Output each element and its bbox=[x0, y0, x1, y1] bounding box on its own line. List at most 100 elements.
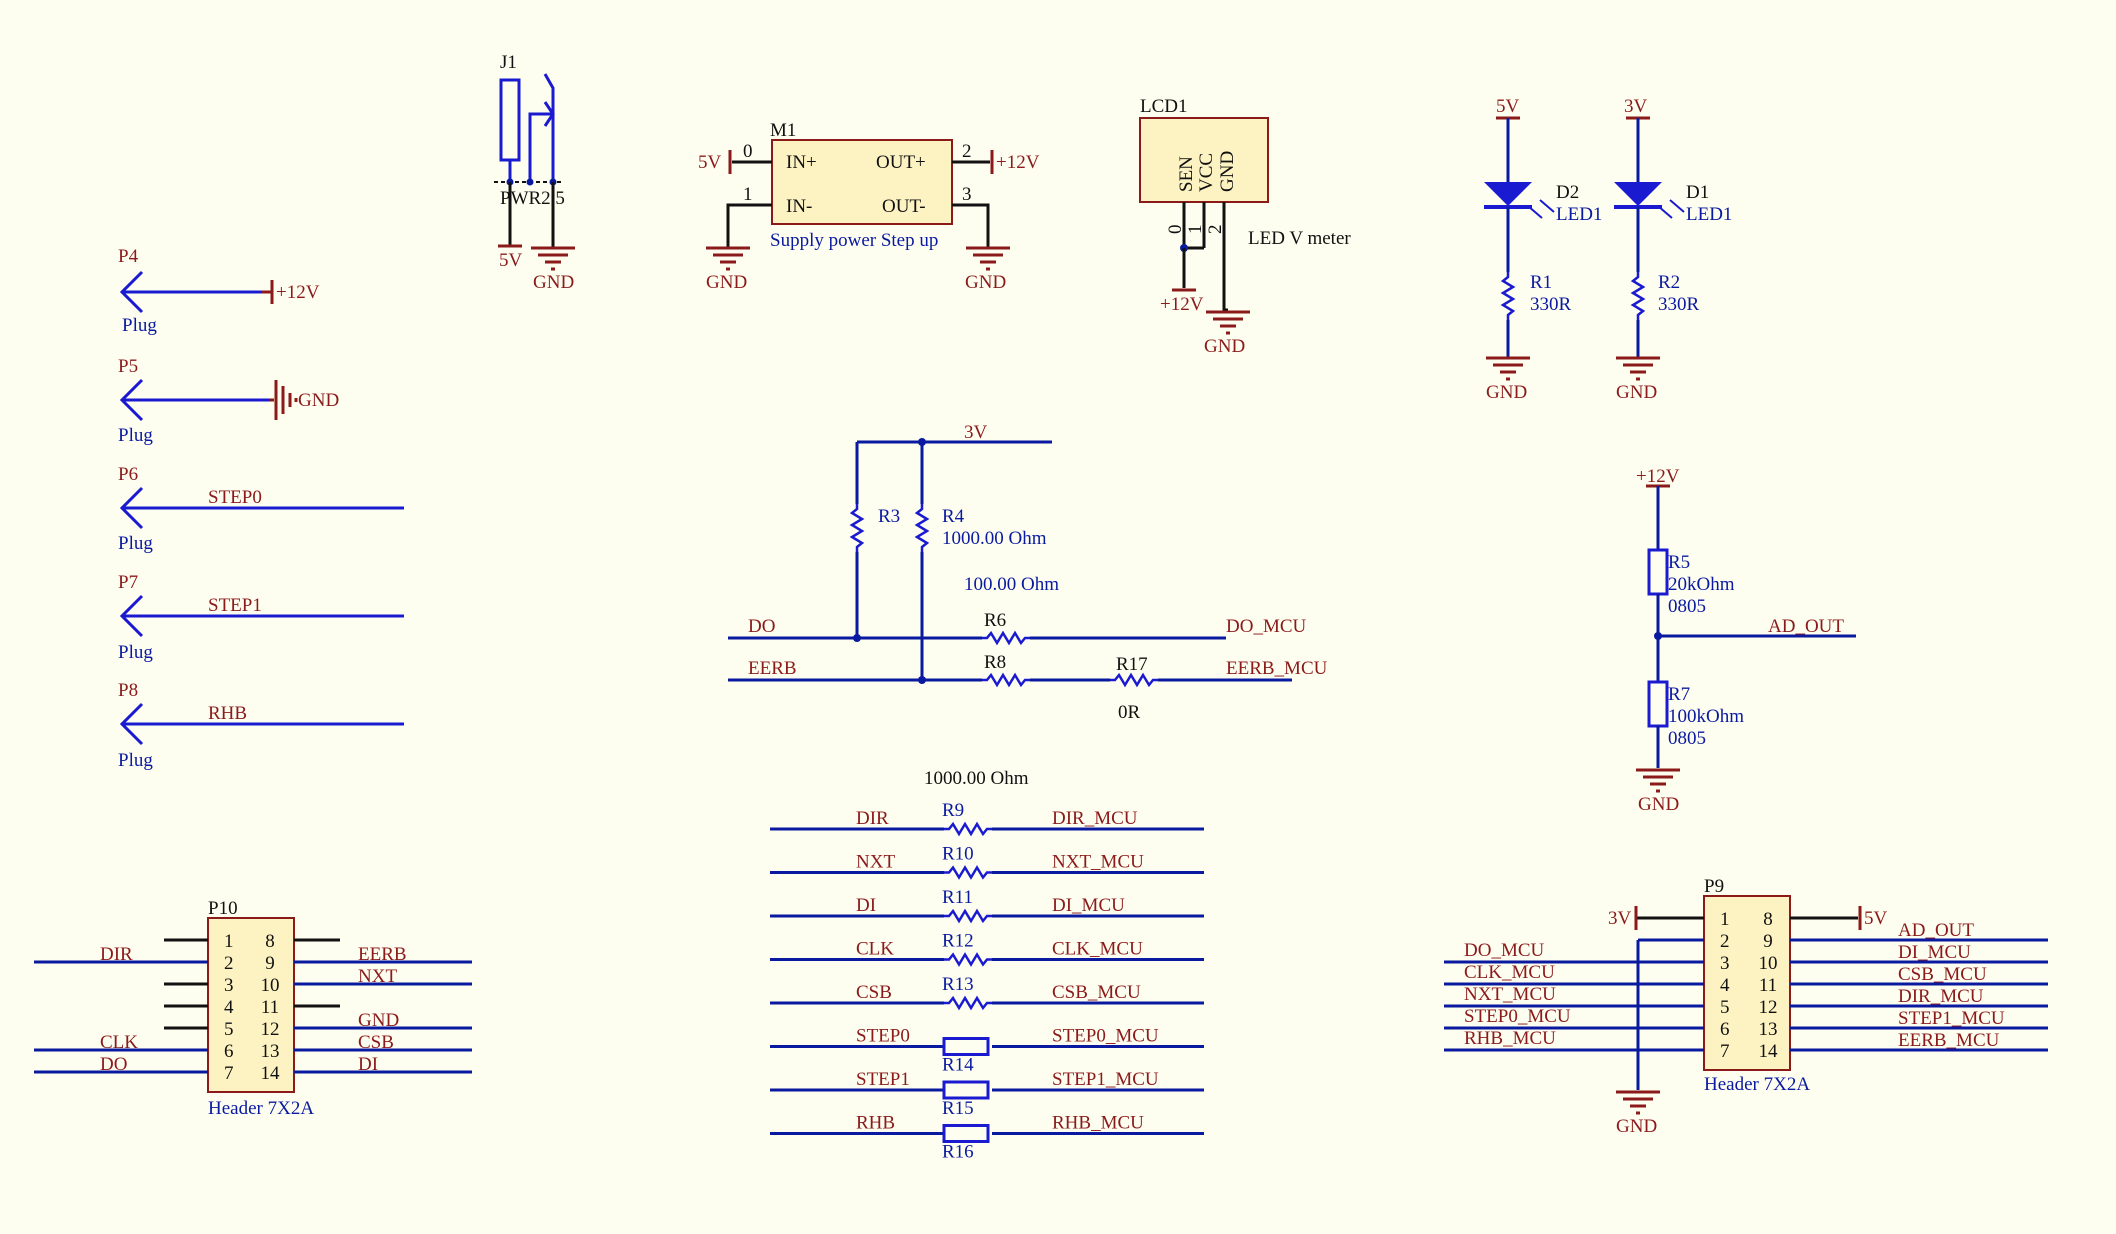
p9-pin-left: 6 bbox=[1720, 1019, 1730, 1040]
plug-p5: P5 Plug GND bbox=[118, 356, 339, 446]
plug-p4: P4 Plug +12V bbox=[118, 246, 320, 336]
step-up-module-m1: M1 IN+ IN- OUT+ OUT- 0 1 2 3 5V +12V Sup… bbox=[698, 120, 1040, 293]
p9-pin-left: 1 bbox=[1720, 909, 1730, 930]
p10-net-right: EERB bbox=[358, 944, 407, 965]
p9-net-left: STEP0_MCU bbox=[1464, 1006, 1571, 1027]
p9-ref: P9 bbox=[1704, 876, 1724, 897]
p4-ref: P4 bbox=[118, 246, 139, 267]
p10-net-left: DIR bbox=[100, 944, 133, 965]
p10-pin-left: 5 bbox=[224, 1019, 234, 1040]
d1-net-bot: GND bbox=[1616, 382, 1657, 403]
p9-pin-right: 8 bbox=[1763, 909, 1773, 930]
r5-ref: R5 bbox=[1668, 552, 1690, 573]
m1-gnd-2: GND bbox=[965, 272, 1006, 293]
p8-net: RHB bbox=[208, 703, 247, 724]
j1-net-5v: 5V bbox=[499, 250, 523, 271]
series-ref: R16 bbox=[942, 1142, 974, 1163]
led-d1-branch: 3V D1 LED1 R2 330R GND bbox=[1614, 96, 1732, 403]
d2-ref: D2 bbox=[1556, 182, 1579, 203]
p9-net-left: RHB_MCU bbox=[1464, 1028, 1556, 1049]
p9-pin-right: 11 bbox=[1759, 975, 1777, 996]
lcd1-pin-0: 0 bbox=[1165, 225, 1186, 235]
p7-net: STEP1 bbox=[208, 595, 262, 616]
p10-pin-right: 14 bbox=[261, 1063, 281, 1084]
m1-pin-in-plus: IN+ bbox=[786, 152, 817, 173]
resistor-r10 bbox=[942, 866, 994, 879]
led-d2-branch: 5V D2 LED1 R1 330R GND bbox=[1484, 96, 1602, 403]
net-do-mcu: DO_MCU bbox=[1226, 616, 1307, 637]
r3-value: 100.00 Ohm bbox=[964, 574, 1059, 595]
p9-net-right: 5V bbox=[1864, 908, 1888, 929]
series-right-net: CLK_MCU bbox=[1052, 939, 1143, 960]
r17-value: 0R bbox=[1118, 702, 1141, 723]
p9-net-right: CSB_MCU bbox=[1898, 964, 1987, 985]
lcd-meter-lcd1: LCD1 SEN VCC GND 0 1 2 LED V meter +12V … bbox=[1139, 96, 1351, 357]
p7-type: Plug bbox=[118, 642, 153, 663]
j1-name: PWR2.5 bbox=[500, 188, 565, 209]
p10-desc: Header 7X2A bbox=[208, 1098, 314, 1119]
series-right-net: RHB_MCU bbox=[1052, 1113, 1144, 1134]
m1-pin-2: 2 bbox=[962, 141, 972, 162]
r17-ref: R17 bbox=[1116, 654, 1148, 675]
p9-net-right: DIR_MCU bbox=[1898, 986, 1984, 1007]
p10-net-left: CLK bbox=[100, 1032, 138, 1053]
resistor-r9 bbox=[942, 822, 994, 836]
net-eerb-mcu: EERB_MCU bbox=[1226, 658, 1328, 679]
p9-desc: Header 7X2A bbox=[1704, 1074, 1810, 1095]
p10-net-right: DI bbox=[358, 1054, 378, 1075]
series-ref: R13 bbox=[942, 974, 974, 995]
m1-pin-1: 1 bbox=[743, 184, 753, 205]
p10-pin-left: 7 bbox=[224, 1063, 234, 1084]
p10-net-right: NXT bbox=[358, 966, 397, 987]
series-left-net: CSB bbox=[856, 982, 892, 1003]
r2-ref: R2 bbox=[1658, 272, 1680, 293]
series-right-net: DIR_MCU bbox=[1052, 808, 1138, 829]
p10-pin-left: 2 bbox=[224, 953, 234, 974]
m1-desc: Supply power Step up bbox=[770, 230, 938, 251]
resistor-r15 bbox=[942, 1080, 990, 1100]
p10-pin-right: 12 bbox=[261, 1019, 280, 1040]
p9-pin-left: 5 bbox=[1720, 997, 1730, 1018]
p10-pin-left: 4 bbox=[224, 997, 234, 1018]
series-left-net: CLK bbox=[856, 939, 894, 960]
r4-value: 1000.00 Ohm bbox=[942, 528, 1047, 549]
r7-ref: R7 bbox=[1668, 684, 1690, 705]
p9-net-left: 3V bbox=[1608, 908, 1632, 929]
plug-p6: P6 Plug STEP0 bbox=[118, 464, 404, 554]
p10-pin-right: 13 bbox=[261, 1041, 280, 1062]
series-right-net: STEP1_MCU bbox=[1052, 1069, 1159, 1090]
d2-value: LED1 bbox=[1556, 204, 1602, 225]
lcd1-net-vcc: +12V bbox=[1160, 294, 1204, 315]
series-right-net: STEP0_MCU bbox=[1052, 1026, 1159, 1047]
p7-ref: P7 bbox=[118, 572, 138, 593]
p10-pin-left: 6 bbox=[224, 1041, 234, 1062]
resistor-r11 bbox=[942, 909, 994, 923]
p10-net-right: GND bbox=[358, 1010, 399, 1031]
resistor-r12 bbox=[942, 953, 994, 966]
r1-value: 330R bbox=[1530, 294, 1572, 315]
p10-pin-left: 3 bbox=[224, 975, 234, 996]
r5-value: 20kOhm bbox=[1668, 574, 1735, 595]
r7-value: 100kOhm bbox=[1668, 706, 1744, 727]
r4-ref: R4 bbox=[942, 506, 965, 527]
resistor-r16 bbox=[942, 1124, 990, 1143]
d2-net-top: 5V bbox=[1496, 96, 1520, 117]
lcd1-pin-gnd: GND bbox=[1217, 151, 1238, 192]
m1-pin-out-plus: OUT+ bbox=[876, 152, 926, 173]
divider-net-top: +12V bbox=[1636, 466, 1680, 487]
p9-net-left: DO_MCU bbox=[1464, 940, 1545, 961]
lcd1-pin-1: 1 bbox=[1185, 225, 1206, 235]
m1-ref: M1 bbox=[770, 120, 796, 141]
series-right-net: DI_MCU bbox=[1052, 895, 1125, 916]
lcd1-net-gnd: GND bbox=[1204, 336, 1245, 357]
p10-ref: P10 bbox=[208, 898, 238, 919]
p8-ref: P8 bbox=[118, 680, 138, 701]
net-ad-out: AD_OUT bbox=[1768, 616, 1844, 637]
series-left-net: NXT bbox=[856, 852, 895, 873]
series-left-net: DI bbox=[856, 895, 876, 916]
series-value: 1000.00 Ohm bbox=[924, 768, 1029, 789]
